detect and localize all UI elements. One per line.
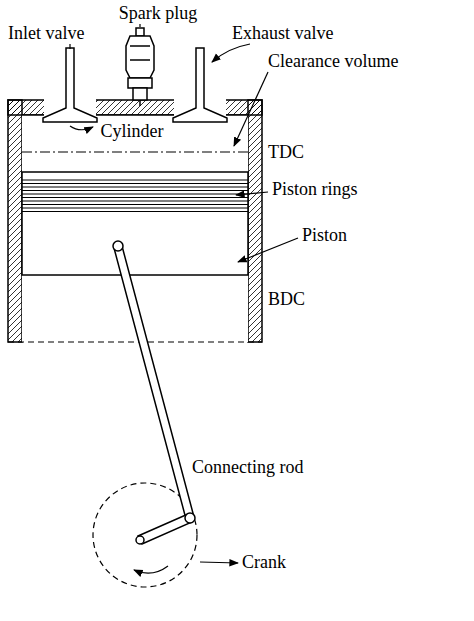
piston-rings (22, 180, 248, 212)
spark-plug (126, 28, 154, 106)
rotation-arrow (134, 566, 168, 573)
part-label: Cylinder (101, 122, 164, 142)
part-label: BDC (268, 290, 305, 310)
inlet-valve (43, 48, 97, 122)
part-label: Piston rings (272, 180, 358, 200)
crank-center (136, 536, 144, 544)
flow-arrow (70, 126, 93, 130)
part-label: TDC (268, 143, 304, 163)
part-label: Clearance volume (268, 52, 398, 72)
part-label: Exhaust valve (232, 24, 333, 44)
cylinder-wall (248, 100, 262, 342)
crank-pin (185, 513, 195, 523)
part-label: Piston (302, 226, 347, 246)
connecting-rod (114, 246, 194, 519)
bdc-line (8, 341, 262, 342)
piston (22, 172, 248, 275)
leader-lines (70, 24, 298, 563)
part-label: Connecting rod (192, 458, 303, 478)
part-label: Crank (242, 553, 286, 573)
part-label: Spark plug (119, 4, 198, 24)
tdc-line (22, 151, 248, 152)
piston-pin (113, 241, 123, 251)
exhaust-valve (173, 48, 227, 122)
cylinder-head (8, 100, 262, 115)
part-label: Inlet valve (8, 24, 84, 44)
crank-arm (138, 514, 192, 544)
cylinder-wall (8, 100, 22, 342)
